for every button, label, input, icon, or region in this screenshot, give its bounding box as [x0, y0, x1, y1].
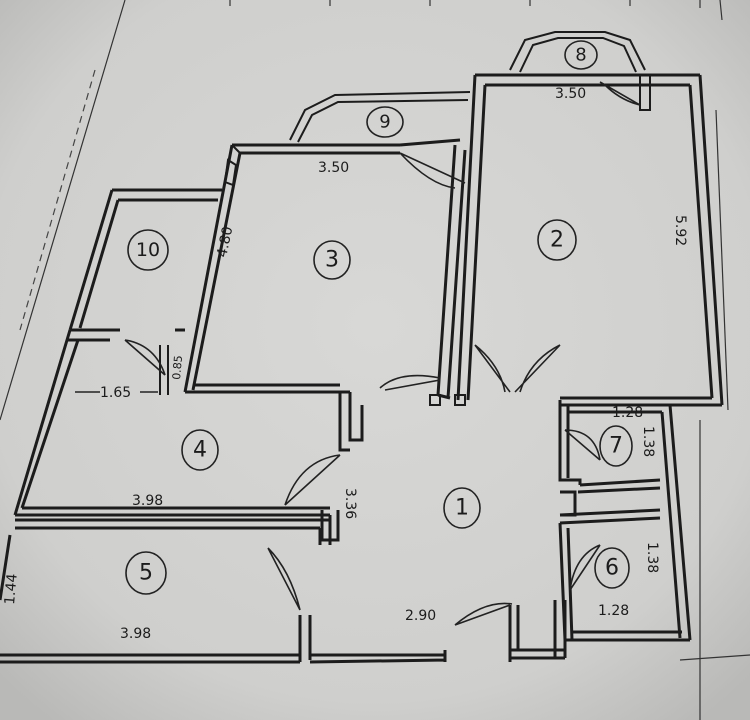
room-10-circle [127, 229, 169, 271]
dim-room4-bottom: 3.98 [132, 493, 163, 509]
dim-room7-side: 1.38 [640, 426, 656, 457]
room-4-circle [181, 429, 219, 471]
room-1-circle [443, 487, 481, 529]
room-3-circle [313, 240, 351, 280]
room-numbers: 1 2 3 4 5 6 7 8 9 10 [136, 45, 623, 586]
dim-room2-top: 3.50 [555, 86, 586, 102]
dim-room3-side: 4.80 [214, 225, 236, 259]
room-10-number: 10 [136, 239, 160, 261]
dim-room4-top: 1.65 [100, 385, 131, 401]
dim-room1-bottom: 2.90 [405, 608, 436, 624]
room-4-number: 4 [193, 438, 207, 463]
dim-room2-side: 5.92 [672, 215, 688, 246]
dim-room10-small: 0.85 [170, 355, 185, 381]
room-8-circle [564, 40, 598, 70]
room-9-number: 9 [379, 112, 390, 133]
room-markers [125, 40, 633, 595]
room-6-number: 6 [605, 556, 619, 581]
dim-room1-side: 3.36 [342, 488, 358, 519]
room-2-circle [537, 219, 577, 261]
door-swings [124, 81, 641, 626]
dim-room7-top: 1.28 [612, 405, 643, 421]
room-6-circle [594, 547, 630, 589]
dim-room5-side: 1.44 [2, 573, 21, 606]
walls [0, 31, 724, 664]
room-1-number: 1 [455, 496, 469, 521]
dimension-labels: 3.50 5.92 3.50 4.80 0.85 1.65 3.98 3.98 … [2, 86, 688, 642]
dim-room6-bottom: 1.28 [598, 603, 629, 619]
dim-room5-bottom: 3.98 [120, 626, 151, 642]
room-5-circle [125, 551, 167, 595]
room-5-number: 5 [139, 561, 153, 586]
room-2-number: 2 [550, 228, 564, 253]
room-8-number: 8 [575, 45, 586, 66]
room-7-number: 7 [609, 434, 623, 459]
dim-room6-side: 1.38 [644, 542, 660, 573]
dim-room3-top: 3.50 [318, 160, 349, 176]
room-7-circle [599, 425, 633, 467]
room-3-number: 3 [325, 248, 339, 273]
room-9-circle [366, 106, 404, 138]
